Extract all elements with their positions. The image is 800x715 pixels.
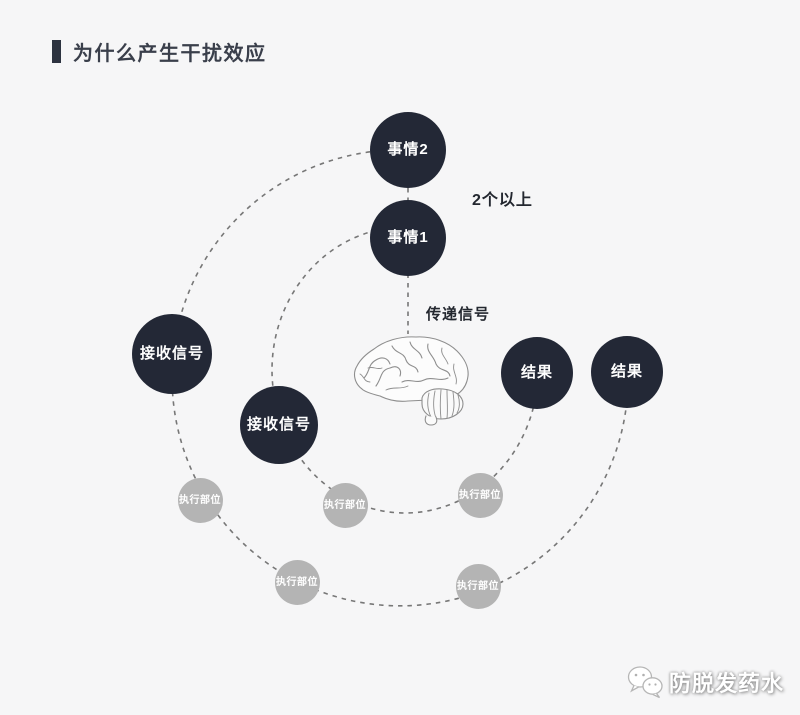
node-exec-outer-bottom-right: 执行部位 [455, 563, 501, 609]
node-result-outer: 结果 [591, 336, 663, 408]
page-title: 为什么产生干扰效应 [73, 43, 267, 65]
node-receive-signal-inner: 接收信号 [240, 386, 318, 464]
page-header: 为什么产生干扰效应 [52, 37, 267, 66]
watermark: 防脱发药水 [626, 664, 784, 700]
title-accent-bar [52, 40, 61, 63]
node-exec-inner-left: 执行部位 [322, 482, 368, 528]
node-thing-1: 事情1 [370, 200, 446, 276]
transmit-annotation: 传递信号 [426, 306, 491, 323]
brain-illustration [353, 336, 469, 426]
inner-orbit-dashed-arc [271, 226, 539, 514]
watermark-text: 防脱发药水 [668, 671, 784, 696]
wechat-icon [627, 666, 663, 699]
node-result-inner: 结果 [501, 337, 573, 409]
count-annotation: 2个以上 [472, 192, 533, 209]
outer-orbit-dashed-arc [171, 149, 629, 607]
node-thing-2: 事情2 [370, 112, 446, 188]
node-exec-outer-left: 执行部位 [177, 477, 223, 523]
node-receive-signal-outer: 接收信号 [132, 314, 212, 394]
node-exec-inner-right: 执行部位 [457, 472, 503, 518]
node-exec-outer-bottom-left: 执行部位 [274, 559, 320, 605]
